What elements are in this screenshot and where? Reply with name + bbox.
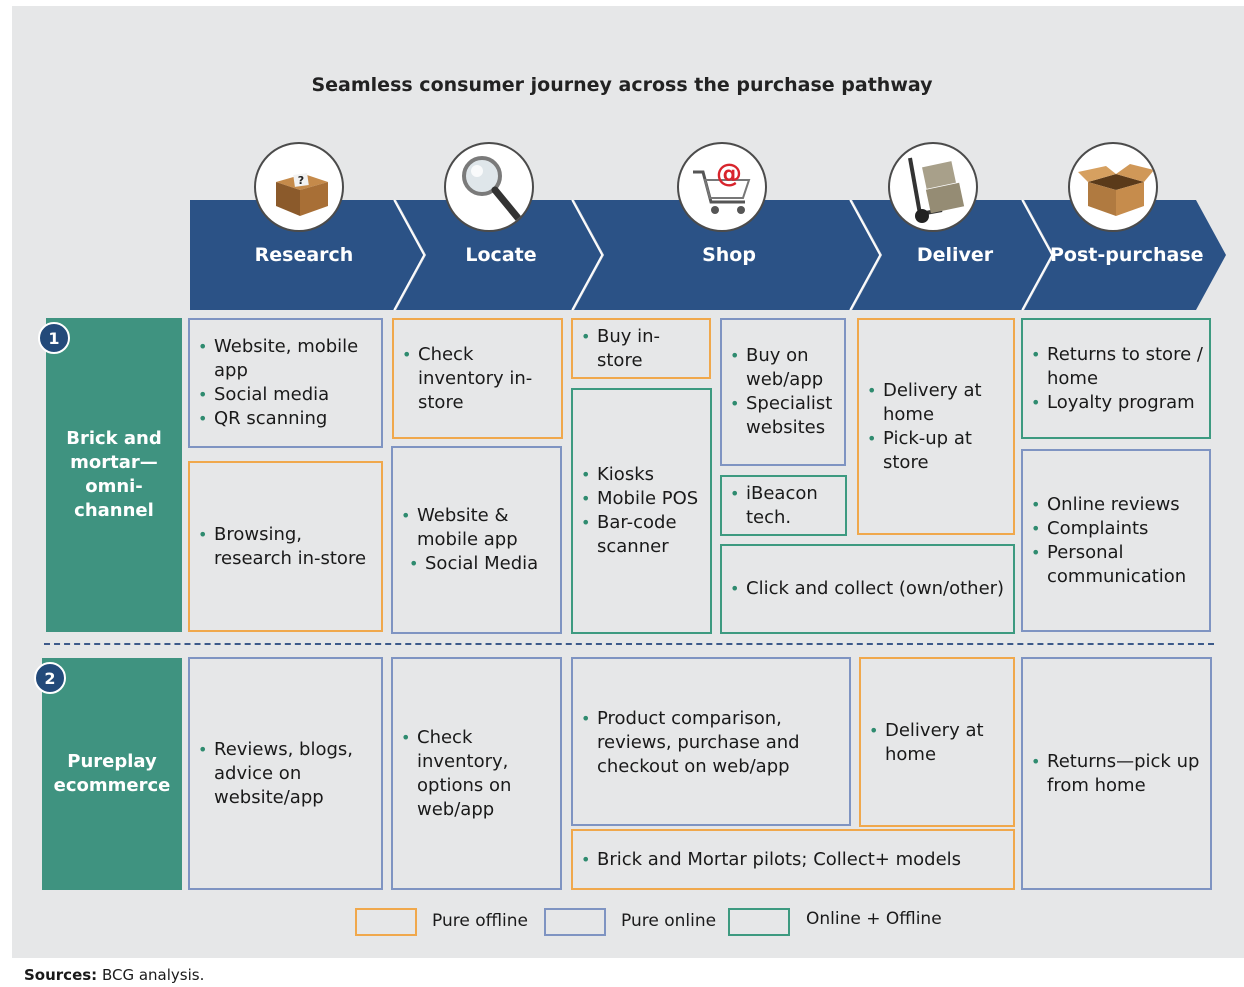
list-item: Website & mobile app	[399, 504, 554, 552]
cell-r2-shop-online: Product comparison, reviews, purchase an…	[571, 657, 851, 826]
list-item: Personal communication	[1029, 541, 1203, 589]
sources-note: Sources: BCG analysis.	[24, 966, 204, 984]
list-item: Click and collect (own/other)	[728, 577, 1004, 601]
stage-banner	[190, 199, 1226, 311]
row-number-1: 1	[38, 322, 70, 354]
magnifying-glass-icon	[444, 142, 534, 232]
sources-text: BCG analysis.	[101, 966, 205, 984]
cell-r1-shop-instore: Buy in-store	[571, 318, 711, 379]
diagram-title: Seamless consumer journey across the pur…	[311, 74, 933, 96]
row-label-pureplay: Pureplay ecommerce	[42, 658, 182, 890]
cell-r1-shop-ibeacon: iBeacon tech.	[720, 475, 847, 536]
hand-truck-icon	[888, 142, 978, 232]
stage-chevron-post-purchase	[1024, 200, 1226, 310]
svg-text:@: @	[716, 159, 742, 189]
svg-text:?: ?	[298, 174, 304, 187]
cell-r1-research-offline: Browsing, research in-store	[188, 461, 383, 632]
list-item: Product comparison, reviews, purchase an…	[579, 707, 843, 779]
cell-r1-post-reviews: Online reviews Complaints Personal commu…	[1021, 449, 1211, 632]
list-item: QR scanning	[196, 407, 375, 431]
legend-label-offline: Pure offline	[432, 911, 528, 931]
list-item: Online reviews	[1029, 493, 1203, 517]
list-item: Buy on web/app	[728, 344, 838, 392]
list-item: Check inventory in-store	[400, 343, 555, 415]
list-item: Specialist websites	[728, 392, 838, 440]
row-divider	[44, 643, 1214, 645]
sources-label: Sources:	[24, 966, 98, 984]
cell-r1-shop-web: Buy on web/app Specialist websites	[720, 318, 846, 466]
cell-r2-deliver: Delivery at home	[859, 657, 1015, 827]
list-item: Check inventory, options on web/app	[399, 726, 554, 822]
list-item: Buy in-store	[579, 325, 703, 373]
list-item: Kiosks	[579, 463, 704, 487]
cell-r2-shop-pilots: Brick and Mortar pilots; Collect+ models	[571, 829, 1015, 890]
list-item: Delivery at home	[867, 719, 1007, 767]
legend-swatch-offline	[355, 908, 417, 936]
stage-chevron-research	[190, 200, 424, 310]
open-box-icon	[1068, 142, 1158, 232]
list-item: Browsing, research in-store	[196, 523, 375, 571]
list-item: Brick and Mortar pilots; Collect+ models	[579, 848, 961, 872]
row-number-2: 2	[34, 662, 66, 694]
list-item: Bar-code scanner	[579, 511, 704, 559]
stage-label-post-purchase: Post-purchase	[1050, 244, 1204, 266]
shopping-cart-icon: @	[677, 142, 767, 232]
cell-r2-locate: Check inventory, options on web/app	[391, 657, 562, 890]
cell-r1-deliver: Delivery at home Pick-up at store	[857, 318, 1015, 535]
cell-r1-shop-kiosks: Kiosks Mobile POS Bar-code scanner	[571, 388, 712, 634]
row-label-brick-and-mortar: Brick and mortar—omni-channel	[46, 318, 182, 632]
list-item: Reviews, blogs, advice on website/app	[196, 738, 375, 810]
cell-r2-post: Returns—pick up from home	[1021, 657, 1212, 890]
cell-r1-research-online: Website, mobile app Social media QR scan…	[188, 318, 383, 448]
list-item: Returns to store / home	[1029, 343, 1203, 391]
cell-r2-research: Reviews, blogs, advice on website/app	[188, 657, 383, 890]
legend-swatch-mixed	[728, 908, 790, 936]
legend-label-mixed: Online + Offline	[806, 909, 942, 929]
list-item: Delivery at home	[865, 379, 1007, 427]
stage-label-research: Research	[254, 244, 354, 266]
stage-label-deliver: Deliver	[916, 244, 994, 266]
stage-chevron-deliver	[852, 200, 1052, 310]
list-item: Pick-up at store	[865, 427, 1007, 475]
stage-chevron-locate	[396, 200, 602, 310]
list-item: Mobile POS	[579, 487, 704, 511]
list-item: Social media	[196, 383, 375, 407]
list-item: Returns—pick up from home	[1029, 750, 1204, 798]
cell-r1-locate-offline: Check inventory in-store	[392, 318, 563, 439]
list-item: Social Media	[407, 552, 554, 576]
cell-r1-shop-click-collect: Click and collect (own/other)	[720, 544, 1015, 634]
cell-r1-post-returns: Returns to store / home Loyalty program	[1021, 318, 1211, 439]
list-item: Website, mobile app	[196, 335, 375, 383]
list-item: Loyalty program	[1029, 391, 1203, 415]
list-item: iBeacon tech.	[728, 482, 839, 530]
cell-r1-locate-online: Website & mobile app Social Media	[391, 446, 562, 634]
legend-swatch-online	[544, 908, 606, 936]
legend-label-online: Pure online	[621, 911, 717, 931]
stage-chevron-shop	[574, 200, 880, 310]
stage-label-shop: Shop	[702, 244, 756, 266]
mystery-box-icon: ?	[254, 142, 344, 232]
list-item: Complaints	[1029, 517, 1203, 541]
stage-label-locate: Locate	[465, 244, 537, 266]
